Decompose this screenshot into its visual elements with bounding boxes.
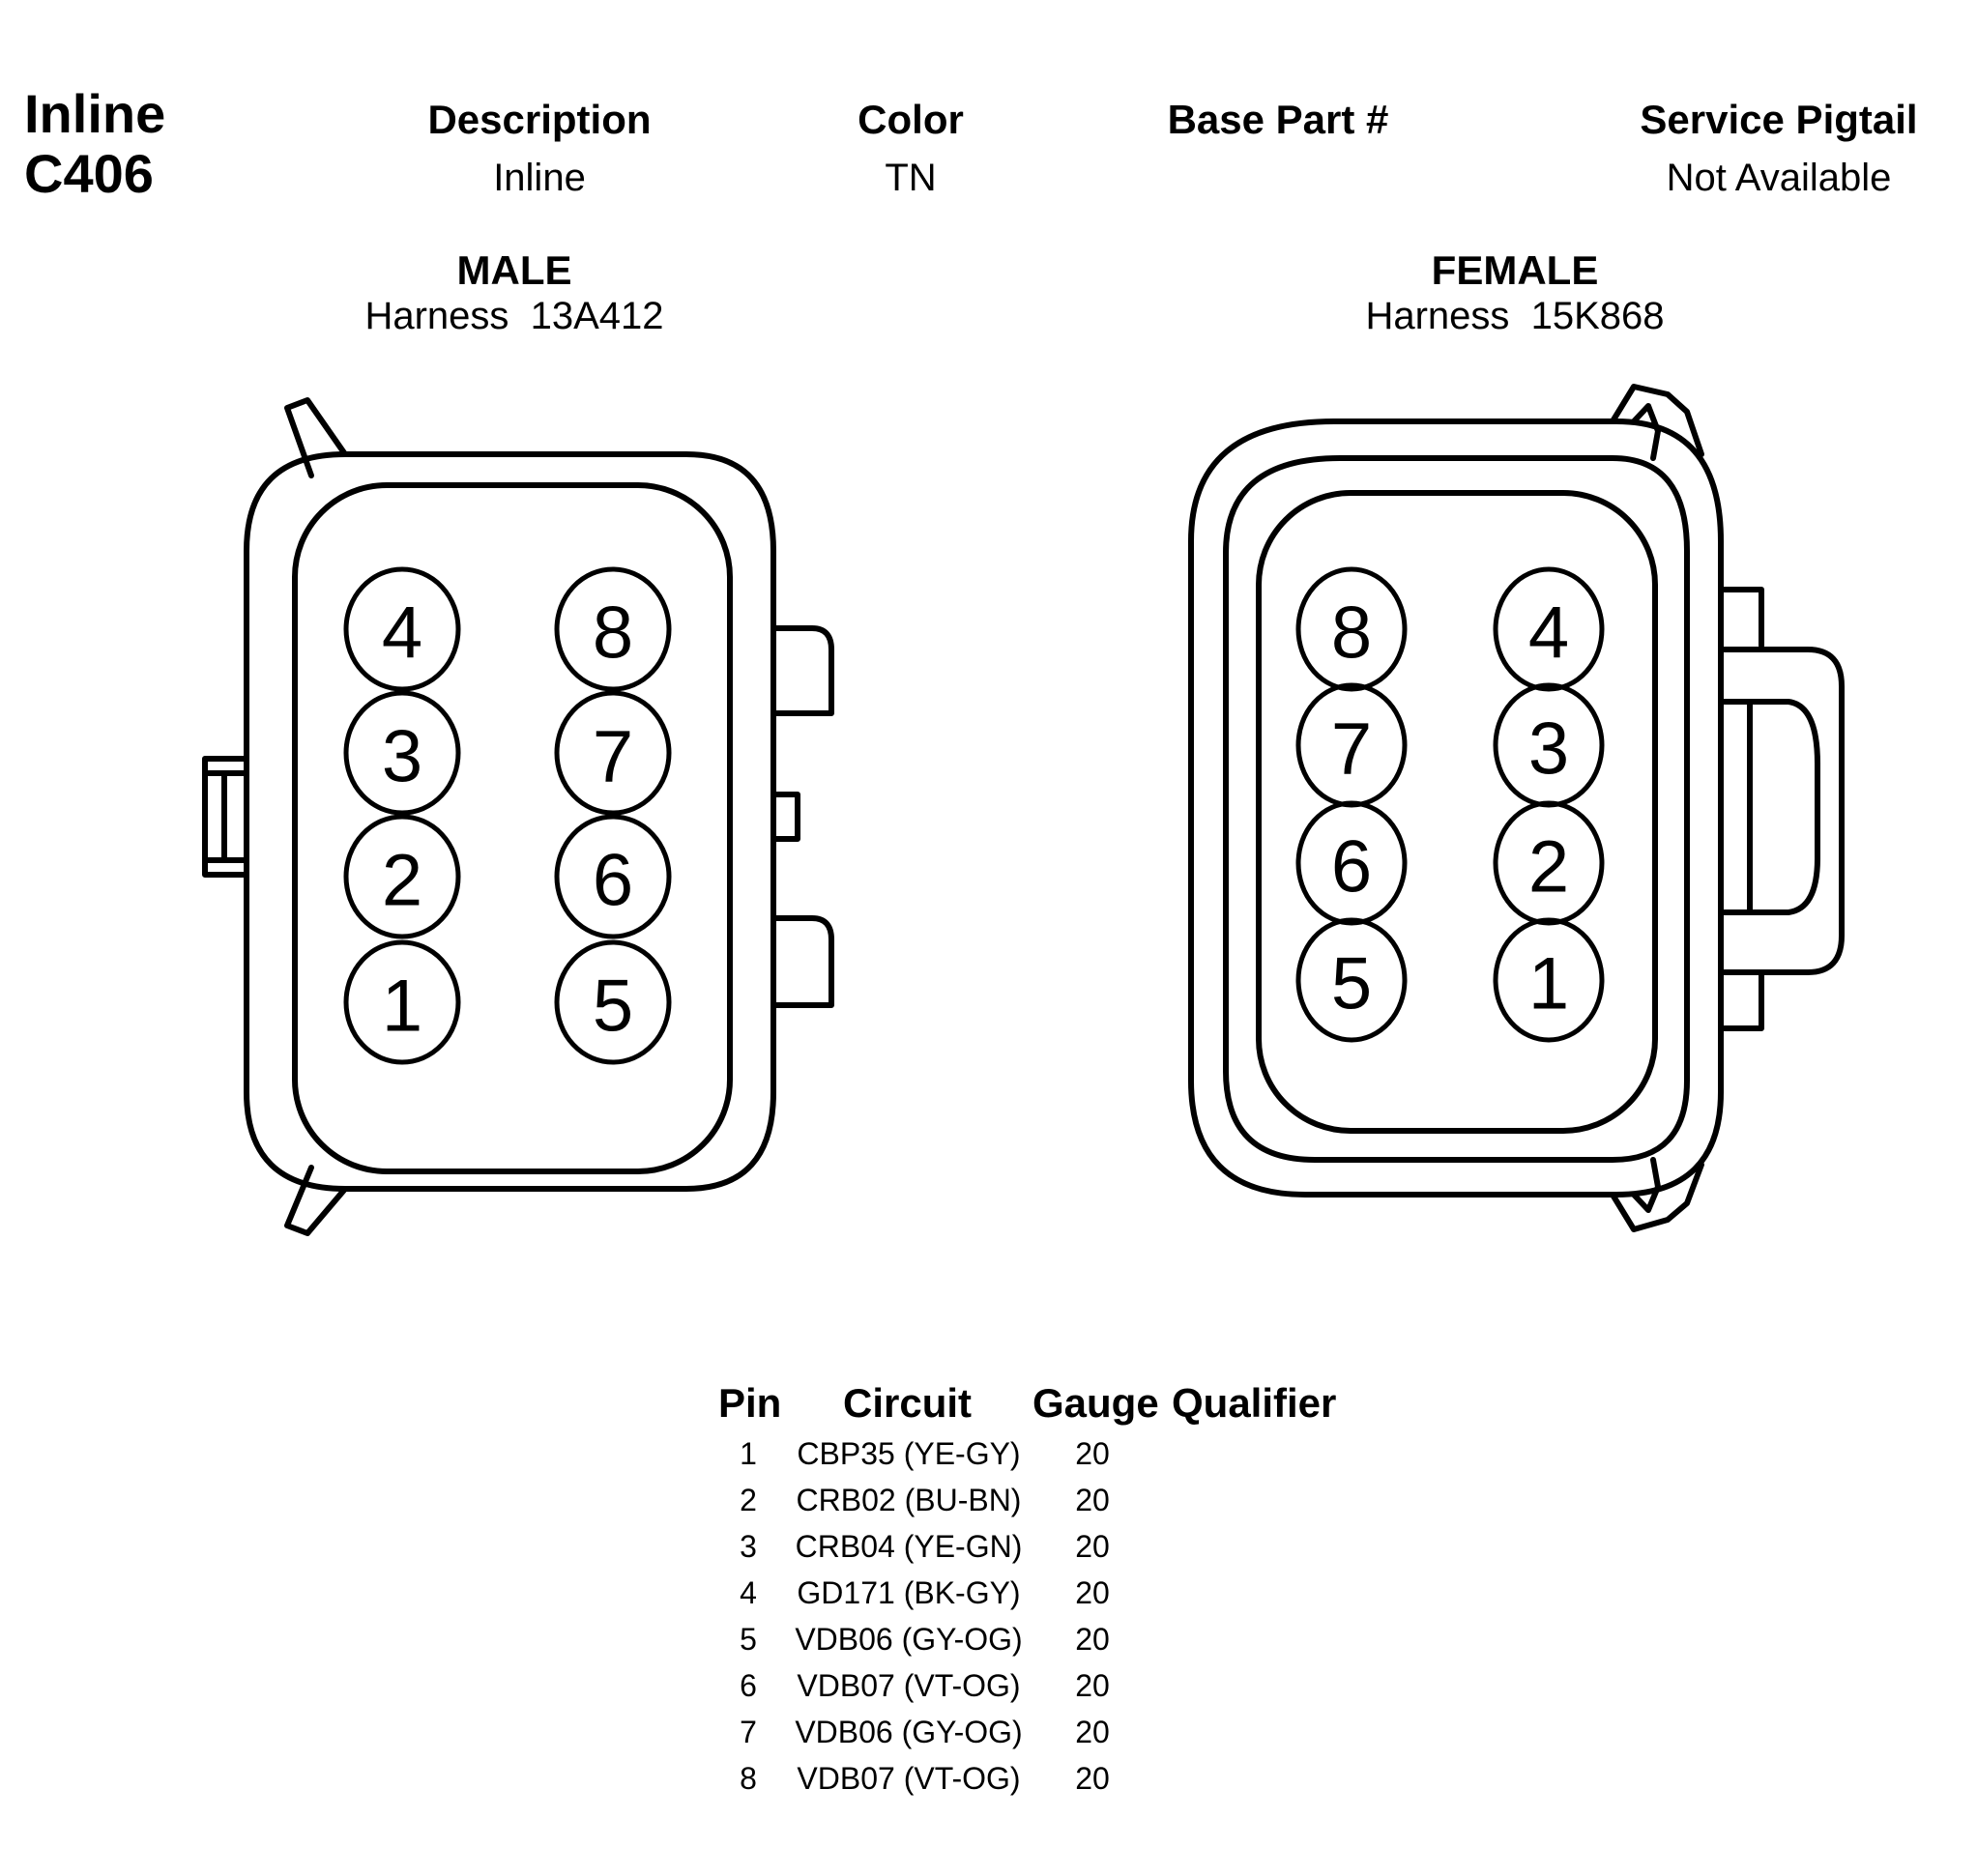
- male-connector-body: [202, 397, 834, 1236]
- female-connector-body: [1188, 384, 1845, 1232]
- circuit-cell: VDB07 (VT-OG): [797, 1761, 1021, 1796]
- female-pin-label: 3: [1528, 708, 1569, 791]
- male-pin-1: [343, 939, 461, 1065]
- gauge-cell: 20: [1075, 1483, 1110, 1517]
- male-pin-6: [554, 814, 672, 939]
- male-pin-label: 2: [382, 840, 422, 922]
- pin-cell: 2: [740, 1483, 757, 1517]
- gauge-cell: 20: [1075, 1622, 1110, 1657]
- female-pin-2: [1493, 800, 1605, 926]
- female-pin-label: 6: [1331, 826, 1372, 909]
- male-pin-4: [343, 566, 461, 692]
- female-pin-label: 5: [1331, 943, 1372, 1025]
- pin-cell: 6: [740, 1668, 757, 1703]
- male-pin-circles: [343, 566, 672, 1065]
- female-pin-label: 4: [1528, 592, 1569, 675]
- male-pin-2: [343, 814, 461, 939]
- male-pin-label: 6: [593, 840, 633, 922]
- description-header: Description: [427, 97, 652, 142]
- circuit-cell: VDB06 (GY-OG): [795, 1622, 1023, 1657]
- female-title: FEMALE: [1431, 247, 1599, 293]
- female-pin-4: [1493, 566, 1605, 692]
- gauge-cell: 20: [1075, 1668, 1110, 1703]
- connector-id: C406: [24, 143, 154, 204]
- female-pin-label: 8: [1331, 592, 1372, 675]
- pin-cell: 3: [740, 1529, 757, 1564]
- circuit-cell: CRB02 (BU-BN): [796, 1483, 1022, 1517]
- male-harness: Harness 13A412: [364, 295, 664, 337]
- circuit-cell: CBP35 (YE-GY): [797, 1436, 1021, 1471]
- circuit-cell: VDB06 (GY-OG): [795, 1715, 1023, 1749]
- gauge-cell: 20: [1075, 1715, 1110, 1749]
- color-header: Color: [858, 97, 964, 142]
- female-pin-5: [1295, 917, 1408, 1043]
- circuit-header: Circuit: [843, 1380, 973, 1426]
- female-harness: Harness 15K868: [1365, 295, 1665, 337]
- pin-cell: 7: [740, 1715, 757, 1749]
- male-pin-label: 7: [593, 716, 633, 798]
- female-pin-8: [1295, 566, 1408, 692]
- connector-type-label: Inline: [24, 83, 166, 144]
- pin-number-labels: 4 3 2 1 8 7 6 5 8 7 6 5 4 3 2 1: [382, 592, 1569, 1048]
- pin-header: Pin: [718, 1380, 782, 1426]
- circuit-cell: VDB07 (VT-OG): [797, 1668, 1021, 1703]
- male-pin-label: 1: [382, 966, 422, 1048]
- gauge-cell: 20: [1075, 1529, 1110, 1564]
- gauge-cell: 20: [1075, 1575, 1110, 1610]
- male-pin-label: 3: [382, 716, 422, 798]
- service-pigtail-value: Not Available: [1666, 157, 1892, 199]
- service-pigtail-header: Service Pigtail: [1640, 97, 1918, 142]
- circuit-cell: CRB04 (YE-GN): [795, 1529, 1023, 1564]
- male-pin-8: [554, 566, 672, 692]
- description-value: Inline: [493, 157, 586, 199]
- male-pin-5: [554, 939, 672, 1065]
- gauge-header: Gauge: [1032, 1380, 1159, 1426]
- female-pin-1: [1493, 917, 1605, 1043]
- female-pin-circles: [1295, 566, 1605, 1043]
- male-pin-label: 8: [593, 592, 633, 675]
- pin-cell: 1: [740, 1436, 757, 1471]
- female-pin-6: [1295, 800, 1408, 926]
- pin-cell: 4: [740, 1575, 757, 1610]
- male-pin-7: [554, 690, 672, 816]
- female-pin-label: 1: [1528, 943, 1569, 1025]
- color-value: TN: [885, 157, 937, 199]
- gauge-cell: 20: [1075, 1436, 1110, 1471]
- male-title: MALE: [456, 247, 572, 293]
- male-pin-label: 5: [593, 966, 633, 1048]
- qualifier-header: Qualifier: [1172, 1380, 1337, 1426]
- pin-cell: 5: [740, 1622, 757, 1657]
- male-pin-label: 4: [382, 592, 422, 675]
- male-pin-3: [343, 690, 461, 816]
- gauge-cell: 20: [1075, 1761, 1110, 1796]
- circuit-cell: GD171 (BK-GY): [797, 1575, 1021, 1610]
- base-part-header: Base Part #: [1167, 97, 1389, 142]
- pin-cell: 8: [740, 1761, 757, 1796]
- female-pin-label: 7: [1331, 708, 1372, 791]
- female-pin-label: 2: [1528, 826, 1569, 909]
